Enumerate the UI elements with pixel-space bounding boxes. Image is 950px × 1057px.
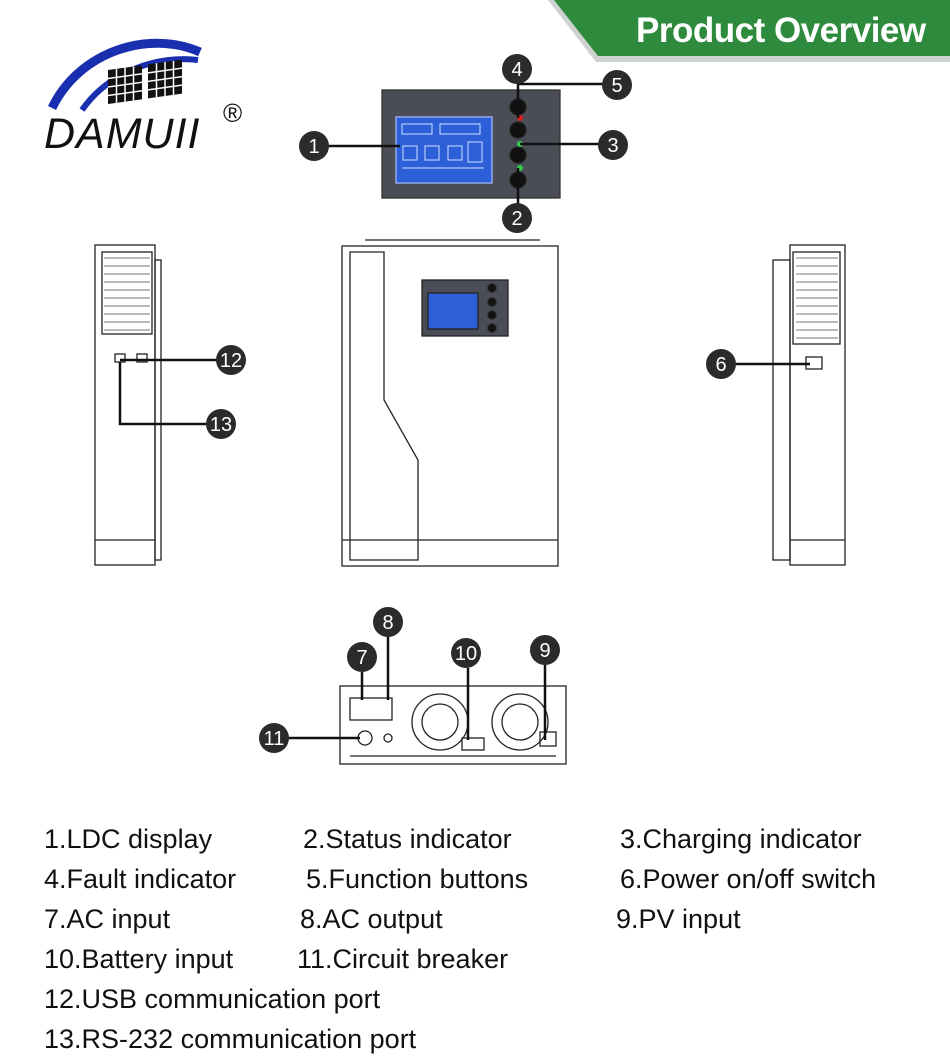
svg-text:4: 4 [511, 59, 522, 81]
legend-item: 2.Status indicator [303, 824, 512, 854]
callout-9: 9 [530, 635, 560, 665]
brand-name: DAMUII [44, 110, 201, 158]
svg-text:7: 7 [356, 647, 367, 669]
callout-11: 11 [259, 723, 289, 753]
legend-item: 8.AC output [300, 904, 443, 934]
svg-text:9: 9 [539, 640, 550, 662]
callout-13: 13 [206, 409, 236, 439]
callout-5: 5 [602, 70, 632, 100]
svg-text:8: 8 [382, 612, 393, 634]
legend-item: 5.Function buttons [306, 864, 529, 894]
svg-text:12: 12 [220, 350, 242, 372]
bottom-view [339, 685, 567, 765]
right-side-view [772, 244, 846, 566]
legend-item: 1.LDC display [44, 824, 213, 854]
registered-mark: ® [223, 98, 243, 128]
legend-item: 3.Charging indicator [620, 824, 862, 854]
banner-shape [548, 0, 950, 62]
solar-arc-icon [47, 38, 202, 112]
front-view [341, 239, 559, 567]
legend-item: 9.PV input [616, 904, 741, 934]
leader-lines [118, 80, 810, 740]
svg-text:5: 5 [611, 75, 622, 97]
callout-3: 3 [598, 130, 628, 160]
legend-item: 4.Fault indicator [44, 864, 237, 894]
svg-text:11: 11 [264, 728, 285, 750]
svg-text:6: 6 [715, 354, 726, 376]
left-side-view [94, 244, 162, 566]
callouts: 1 4 5 3 2 12 13 6 8 7 10 9 11 [206, 54, 736, 753]
svg-text:10: 10 [455, 643, 477, 665]
svg-text:3: 3 [607, 135, 618, 157]
callout-12: 12 [216, 345, 246, 375]
legend-item: 7.AC input [44, 904, 171, 934]
legend-item: 10.Battery input [44, 944, 234, 974]
callout-2: 2 [502, 203, 532, 233]
legend-item: 6.Power on/off switch [620, 864, 877, 894]
header-banner: Product Overview [548, 0, 950, 62]
legend-item: 12.USB communication port [44, 984, 381, 1014]
callout-6: 6 [706, 349, 736, 379]
callout-4: 4 [502, 54, 532, 84]
svg-text:2: 2 [511, 208, 522, 230]
page-title: Product Overview [636, 11, 926, 50]
callout-8: 8 [373, 607, 403, 637]
brand-logo: DAMUII ® [40, 30, 270, 160]
legend-item: 13.RS-232 communication port [44, 1024, 417, 1054]
callout-10: 10 [451, 638, 481, 668]
callout-7: 7 [347, 642, 377, 672]
svg-text:13: 13 [210, 414, 232, 436]
product-diagram: 1 4 5 3 2 12 13 6 8 7 10 9 11 [94, 54, 846, 765]
legend-item: 11.Circuit breaker [297, 944, 509, 974]
svg-text:1: 1 [308, 136, 319, 158]
callout-1: 1 [299, 131, 329, 161]
